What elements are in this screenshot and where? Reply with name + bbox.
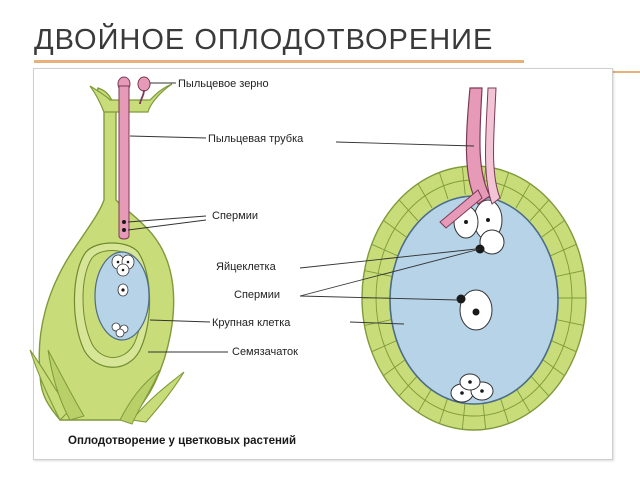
- central-cell-right: [459, 289, 493, 331]
- label-pollen-grain: Пыльцевое зерно: [178, 78, 269, 90]
- egg-apparatus-left: [111, 254, 135, 277]
- figure-caption: Оплодотворение у цветковых растений: [68, 435, 296, 447]
- pollen-tube-left: [118, 85, 130, 240]
- pollen-tube-branch: [439, 189, 483, 229]
- title-underline: [34, 60, 524, 63]
- label-pollen-tube: Пыльцевая трубка: [208, 133, 304, 145]
- sepal-left-2: [47, 349, 85, 421]
- label-egg-cell: Яйцеклетка: [216, 261, 277, 273]
- label-ovule: Семязачаток: [232, 346, 298, 358]
- nucellus-cells: [362, 166, 586, 430]
- accent-line: [612, 71, 640, 73]
- pistil-illustration: [29, 76, 185, 425]
- antipodal-cells-left: [111, 322, 129, 338]
- pollen-tube-right: [465, 87, 491, 205]
- sperm-dot-2: [122, 228, 126, 232]
- label-sperm-left: Спермии: [212, 210, 258, 222]
- sperm-near-central: [456, 294, 466, 304]
- leader-lines: [127, 82, 481, 353]
- sepal-right-2: [119, 369, 161, 425]
- slide-title: ДВОЙНОЕ ОПЛОДОТВОРЕНИЕ: [34, 24, 494, 56]
- embryo-sac-illustration: [361, 87, 587, 431]
- sepal-right: [130, 371, 185, 423]
- pollen-tube-right-wall: [485, 87, 501, 205]
- antipodal-cells-right: [450, 373, 494, 403]
- label-large-cell: Крупная клетка: [212, 317, 291, 329]
- sperm-dot-1: [122, 220, 126, 224]
- central-cell-left: [117, 283, 129, 297]
- label-sperm-right: Спермии: [234, 289, 280, 301]
- stigma: [89, 83, 173, 113]
